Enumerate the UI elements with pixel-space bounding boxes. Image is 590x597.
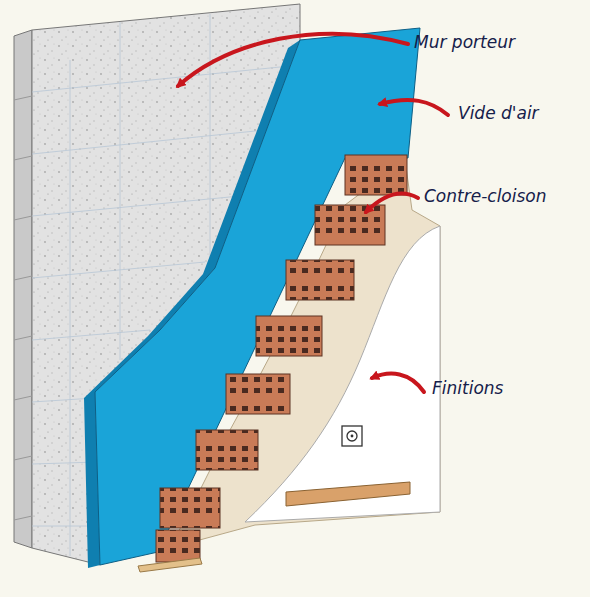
part-label: Contre-cloison xyxy=(424,186,547,206)
part-label: Finitions xyxy=(432,378,503,398)
part-label: Mur porteur xyxy=(414,32,515,52)
part-label: Vide d'air xyxy=(458,103,539,123)
